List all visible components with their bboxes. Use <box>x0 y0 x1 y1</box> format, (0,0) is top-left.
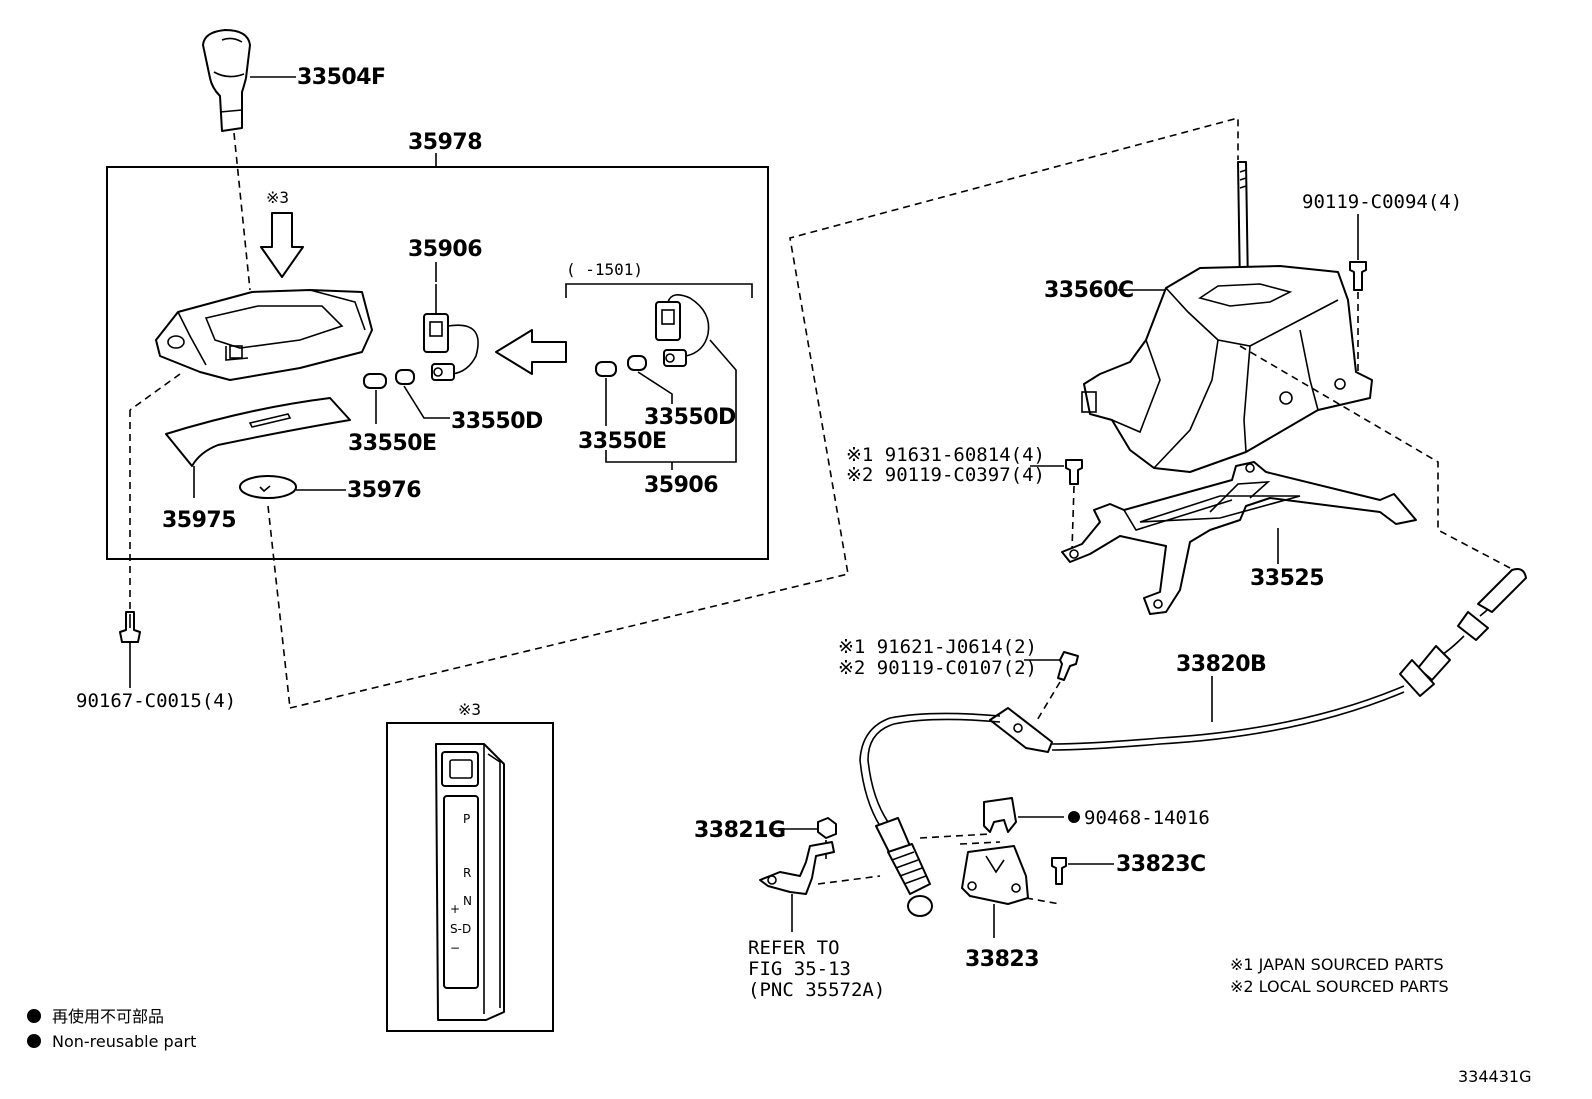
label-screw-left: 90167-C0015(4) <box>76 690 236 712</box>
cable-retainer <box>961 845 1029 905</box>
position-plate <box>239 475 297 499</box>
bolt-cable <box>1057 651 1079 681</box>
bulb-main <box>395 369 415 385</box>
figure-id: 334431G <box>1458 1067 1531 1086</box>
bracket-socket-alt <box>605 339 737 463</box>
label-bolt-bracket-1: ※1 91631-60814(4) <box>846 444 1045 466</box>
bolt-bracket <box>1065 459 1083 485</box>
cable-bracket <box>759 841 835 895</box>
label-bolt-bracket-2: ※2 90119-C0397(4) <box>846 464 1045 486</box>
dash-bolt-bracket <box>1071 485 1075 551</box>
shift-housing <box>155 289 373 381</box>
label-dust-cover: 35975 <box>162 508 236 533</box>
housing-assy-box <box>106 166 769 560</box>
legend-dot-en-icon <box>27 1034 41 1048</box>
label-bolt-cable-1: ※1 91621-J0614(2) <box>838 636 1037 658</box>
label-nut: 33821G <box>694 818 786 843</box>
legend-nonreuse-jp: 再使用不可部品 <box>52 1007 164 1026</box>
shift-minus: − <box>450 941 460 955</box>
note-japan: ※1 JAPAN SOURCED PARTS <box>1230 955 1444 974</box>
shift-p: P <box>463 812 470 826</box>
inset-box <box>386 722 554 1032</box>
shift-indicator-panel <box>435 743 505 1021</box>
shift-n: N <box>463 894 472 908</box>
dash-bolt-cable <box>1035 681 1061 723</box>
screw-left <box>119 611 141 643</box>
legend-nonreuse-en: Non-reusable part <box>52 1032 196 1051</box>
shift-lever-assy <box>1081 161 1373 473</box>
dash-housing-screw <box>129 373 181 411</box>
dash-plate-down <box>267 505 291 709</box>
label-bolt-top-right: 90119-C0094(4) <box>1302 191 1462 213</box>
leader-bulb-main <box>403 385 450 419</box>
mounting-bracket <box>1061 461 1417 615</box>
leader-bulb-alt <box>637 371 673 404</box>
label-cable: 33820B <box>1176 652 1266 677</box>
bolt-top-right <box>1349 261 1367 291</box>
label-lever-assy: 33560C <box>1044 278 1134 303</box>
label-retainer: 33823 <box>965 947 1039 972</box>
note-local: ※2 LOCAL SOURCED PARTS <box>1230 977 1449 996</box>
nut <box>817 817 837 839</box>
label-refer-2: FIG 35-13 <box>748 958 851 980</box>
label-plate: 35976 <box>347 478 421 503</box>
lamp-socket-alt <box>655 294 710 367</box>
label-socket-alt: 35906 <box>644 473 718 498</box>
shift-sd: S-D <box>450 922 471 936</box>
range-bracket <box>565 283 753 298</box>
label-lens-main: 33550E <box>348 431 437 456</box>
transmission-cable <box>859 568 1527 917</box>
shift-r: R <box>463 866 471 880</box>
label-range: ( -1501) <box>566 260 643 279</box>
bolt-retainer <box>1051 857 1067 885</box>
dash-main-outline <box>289 116 1239 709</box>
non-reusable-dot-icon <box>1068 811 1080 823</box>
label-clip: 90468-14016 <box>1084 807 1210 829</box>
bulb-alt <box>627 355 647 371</box>
label-housing-assy: 35978 <box>408 130 482 155</box>
lens-main <box>363 373 387 389</box>
label-bolt-cable-2: ※2 90119-C0107(2) <box>838 657 1037 679</box>
legend-dot-jp-icon <box>27 1009 41 1023</box>
label-knob: 33504F <box>297 65 386 90</box>
lens-alt <box>595 361 617 377</box>
label-lens-alt: 33550E <box>578 429 667 454</box>
alt-arrow-left-icon <box>495 329 567 375</box>
label-bulb-alt: 33550D <box>644 405 736 430</box>
label-bolt-retainer: 33823C <box>1116 852 1206 877</box>
lamp-socket-main <box>423 284 479 381</box>
label-refer-1: REFER TO <box>748 937 840 959</box>
label-bulb-main: 33550D <box>451 409 543 434</box>
dust-cover <box>165 397 351 467</box>
dash-retainer <box>1025 897 1061 905</box>
label-refer-3: (PNC 35572A) <box>748 979 885 1001</box>
dash-bracket-cable <box>817 875 881 885</box>
view-arrow-down-icon <box>260 212 304 278</box>
label-note3-top: ※3 <box>266 188 289 207</box>
dash-lever-cable <box>1239 345 1511 569</box>
label-note3-inset: ※3 <box>458 700 481 719</box>
shift-knob <box>202 29 251 132</box>
dash-knob-housing <box>233 132 251 291</box>
label-socket-main: 35906 <box>408 237 482 262</box>
label-bracket: 33525 <box>1250 566 1324 591</box>
shift-plus: + <box>450 902 460 916</box>
dash-clip <box>919 833 1001 845</box>
cable-clip <box>983 797 1017 833</box>
